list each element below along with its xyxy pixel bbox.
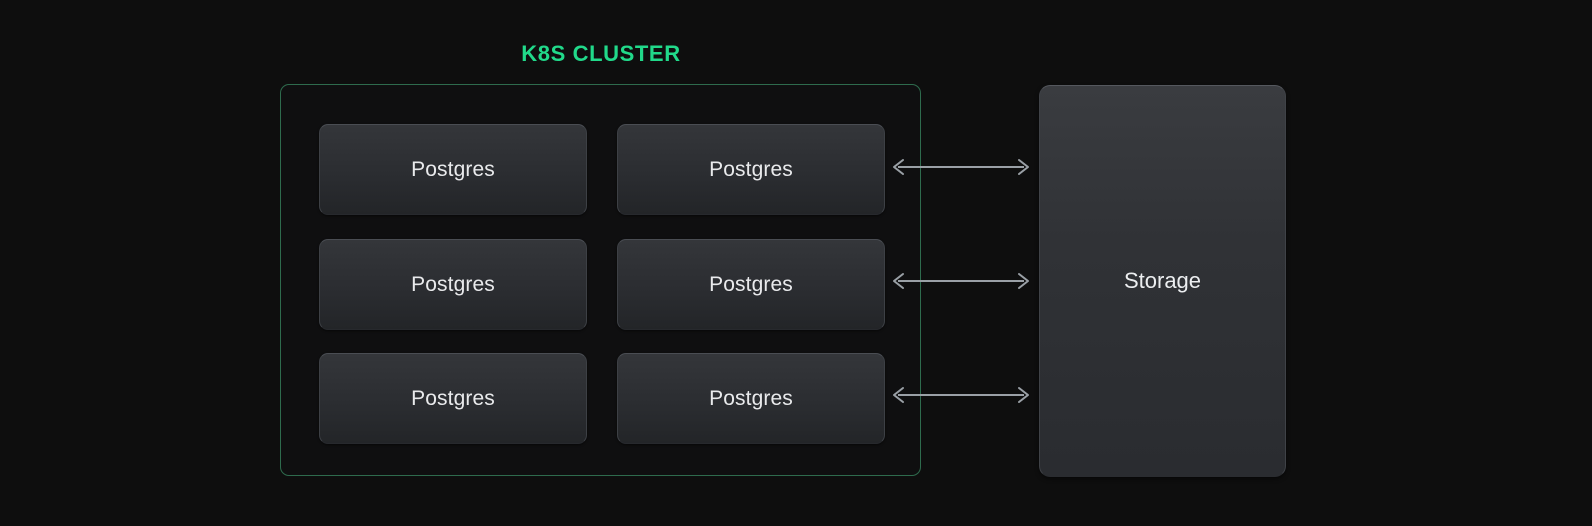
cluster-title: K8S CLUSTER xyxy=(521,41,681,66)
postgres-node[interactable]: Postgres xyxy=(617,239,885,330)
postgres-node-label: Postgres xyxy=(411,273,495,296)
storage-node[interactable]: Storage xyxy=(1039,85,1286,477)
postgres-node-label: Postgres xyxy=(411,158,495,181)
postgres-node[interactable]: Postgres xyxy=(617,124,885,215)
bidirectional-arrow-icon xyxy=(890,269,1032,293)
postgres-node-label: Postgres xyxy=(709,158,793,181)
storage-node-label: Storage xyxy=(1123,268,1202,293)
bidirectional-arrow-icon xyxy=(890,155,1032,179)
postgres-node-label: Postgres xyxy=(709,387,793,410)
postgres-node[interactable]: Postgres xyxy=(319,124,587,215)
bidirectional-arrow-icon xyxy=(890,383,1032,407)
postgres-node-label: Postgres xyxy=(709,273,793,296)
postgres-node-label: Postgres xyxy=(411,387,495,410)
postgres-node[interactable]: Postgres xyxy=(319,353,587,444)
postgres-node[interactable]: Postgres xyxy=(319,239,587,330)
postgres-node[interactable]: Postgres xyxy=(617,353,885,444)
